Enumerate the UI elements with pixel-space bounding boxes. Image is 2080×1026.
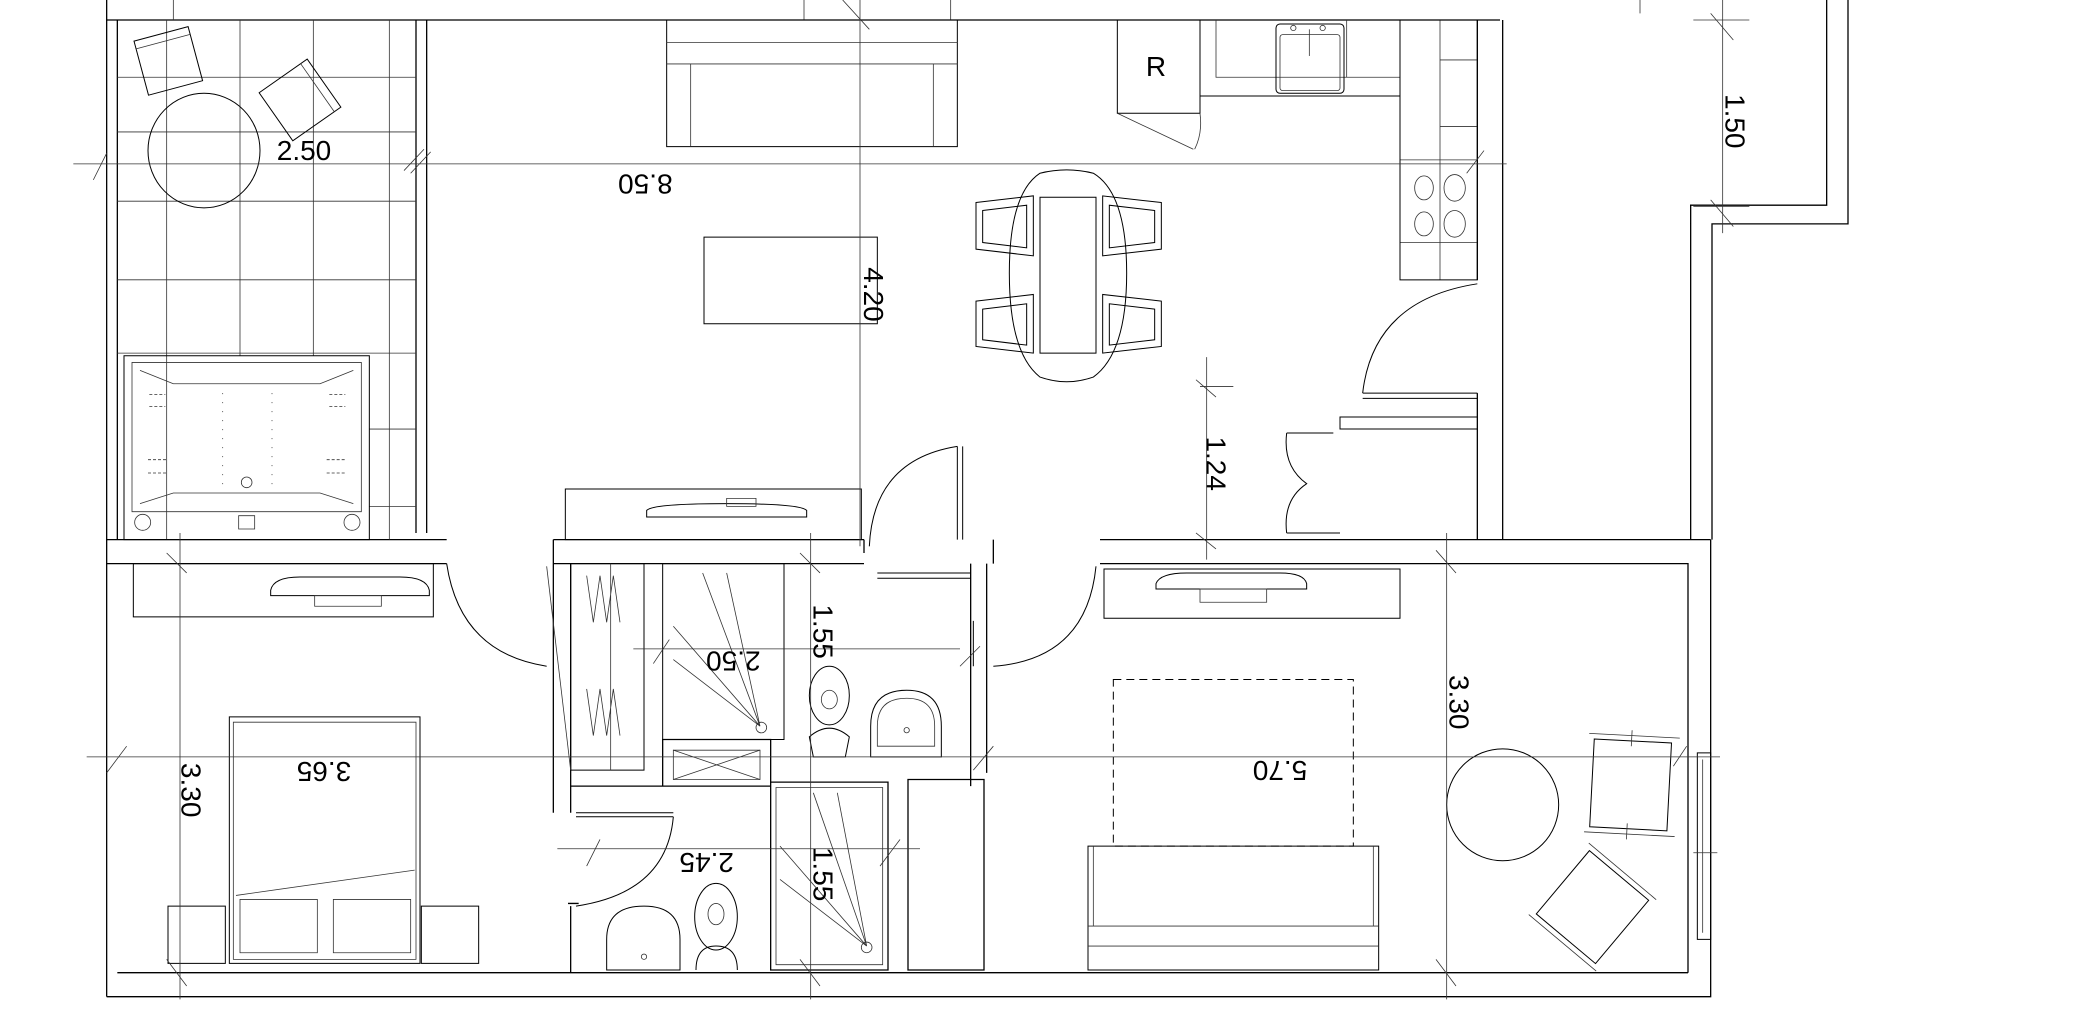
sofa-bed — [1088, 680, 1379, 970]
dimension-bath2-width: 2.45 — [679, 847, 733, 878]
dimension-room2-width: 5.70 — [1253, 755, 1307, 786]
terrace-chair — [134, 27, 203, 96]
dimension-bath1-width: 2.50 — [706, 646, 760, 677]
closet — [547, 564, 644, 771]
washbasin — [871, 690, 942, 757]
terrace-tiles — [117, 20, 416, 540]
tv-console — [565, 489, 861, 540]
dimension-living-depth: 4.20 — [858, 267, 889, 321]
shower-drain-box — [673, 750, 760, 779]
kitchen-counter — [1200, 20, 1477, 280]
dimension-lines — [73, 0, 1749, 999]
shower — [663, 564, 784, 740]
tv-console — [1104, 569, 1400, 618]
sink — [1276, 24, 1344, 93]
nightstand — [168, 906, 225, 963]
terrace-table — [148, 93, 260, 208]
terrace-chair — [259, 59, 341, 141]
dining-chair — [976, 294, 1033, 353]
dining-chair — [1103, 196, 1162, 256]
bed — [229, 717, 420, 964]
toilet — [695, 883, 738, 970]
dimension-bath1-depth: 1.55 — [807, 604, 838, 658]
dimension-bath2-depth: 1.55 — [807, 847, 838, 901]
dimension-bedroom-depth: 3.30 — [175, 763, 206, 817]
dining-set — [976, 170, 1161, 382]
shower — [776, 787, 883, 964]
closet-door — [1286, 417, 1477, 533]
dining-chair — [1103, 294, 1162, 353]
armchair — [1584, 728, 1680, 842]
door — [973, 566, 1096, 666]
dimension-labels: 2.50 8.50 4.20 1.50 1.24 1.55 2.50 3.65 … — [175, 94, 1750, 901]
fridge-label: R — [1146, 51, 1166, 82]
stove — [1415, 175, 1466, 238]
walls — [107, 0, 1848, 997]
bedroom-door — [447, 564, 547, 667]
refrigerator: R — [1117, 20, 1200, 149]
wardrobe-tv — [133, 564, 433, 617]
hot-tub — [124, 356, 369, 540]
armchair — [1529, 843, 1656, 971]
door — [869, 446, 970, 578]
dimension-balcony-depth: 1.50 — [1719, 94, 1750, 148]
dimension-bedroom-width: 3.65 — [297, 756, 351, 787]
sofa — [667, 20, 958, 147]
entry-door — [1363, 284, 1478, 399]
window — [1693, 753, 1717, 940]
dimension-terrace-width: 2.50 — [277, 135, 331, 166]
dimension-room2-depth: 3.30 — [1443, 675, 1474, 729]
washbasin — [607, 906, 680, 970]
toilet — [809, 666, 849, 757]
bathroom-door — [576, 813, 673, 906]
side-table — [1447, 749, 1559, 861]
nightstand — [421, 906, 478, 963]
dimension-living-length: 8.50 — [618, 169, 672, 200]
dimension-hall-width: 1.24 — [1201, 436, 1232, 490]
dining-chair — [976, 196, 1033, 256]
coffee-table — [704, 237, 877, 324]
